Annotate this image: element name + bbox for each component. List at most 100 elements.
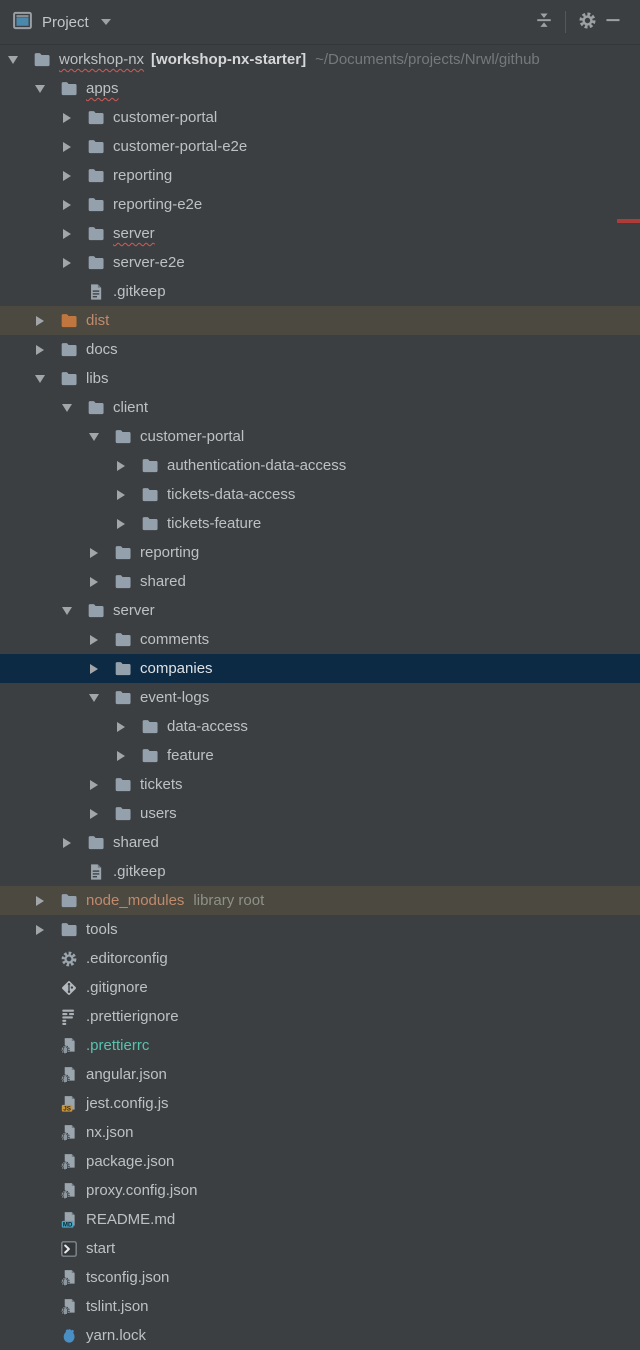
item-label: feature: [167, 747, 214, 764]
expand-arrow-icon[interactable]: [90, 634, 98, 645]
collapse-arrow-icon[interactable]: [8, 55, 18, 64]
tree-row-reporting[interactable]: reporting: [0, 161, 640, 190]
tree-row-customer-portal[interactable]: customer-portal: [0, 103, 640, 132]
tree-row-tsconfig-json[interactable]: {}tsconfig.json: [0, 1263, 640, 1292]
tree-row-tslint-json[interactable]: {}tslint.json: [0, 1292, 640, 1321]
collapse-arrow-icon[interactable]: [35, 374, 45, 383]
item-label: server-e2e: [113, 254, 185, 271]
expand-arrow-icon[interactable]: [117, 750, 125, 761]
collapse-arrow-icon[interactable]: [89, 432, 99, 441]
tree-row-tools[interactable]: tools: [0, 915, 640, 944]
tree-row-comments[interactable]: comments: [0, 625, 640, 654]
tree-row-data-access[interactable]: data-access: [0, 712, 640, 741]
tree-row-tickets[interactable]: tickets: [0, 770, 640, 799]
tree-row-customer-portal[interactable]: customer-portal: [0, 422, 640, 451]
folder-icon: [87, 399, 113, 417]
folder-icon: [114, 544, 140, 562]
tree-row-tickets-feature[interactable]: tickets-feature: [0, 509, 640, 538]
folder-icon: [114, 776, 140, 794]
tree-row-server[interactable]: server: [0, 596, 640, 625]
project-view-dropdown[interactable]: Project: [12, 10, 111, 35]
folder-excluded-icon: [60, 312, 86, 330]
tree-row-gitignore[interactable]: .gitignore: [0, 973, 640, 1002]
collapse-arrow-icon[interactable]: [89, 693, 99, 702]
expand-arrow-icon[interactable]: [90, 663, 98, 674]
tree-row-dist[interactable]: dist: [0, 306, 640, 335]
item-label: customer-portal: [140, 428, 245, 445]
tree-row-yarn-lock[interactable]: yarn.lock: [0, 1321, 640, 1350]
expand-arrow-icon[interactable]: [90, 808, 98, 819]
expand-arrow-icon[interactable]: [63, 228, 71, 239]
expand-arrow-icon[interactable]: [63, 112, 71, 123]
tree-row-shared[interactable]: shared: [0, 567, 640, 596]
expand-arrow-icon[interactable]: [117, 489, 125, 500]
expand-arrow-icon[interactable]: [90, 779, 98, 790]
tree-row-server[interactable]: server: [0, 219, 640, 248]
tree-row-feature[interactable]: feature: [0, 741, 640, 770]
folder-icon: [60, 892, 86, 910]
tree-row-authentication-data-access[interactable]: authentication-data-access: [0, 451, 640, 480]
tree-row-customer-portal-e2e[interactable]: customer-portal-e2e: [0, 132, 640, 161]
tree-row-prettierignore[interactable]: .prettierignore: [0, 1002, 640, 1031]
expand-arrow-icon[interactable]: [36, 924, 44, 935]
tree-row-proxy-config-json[interactable]: {}proxy.config.json: [0, 1176, 640, 1205]
item-label: tsconfig.json: [86, 1269, 170, 1286]
item-label: dist: [86, 312, 110, 329]
collapse-arrow-icon[interactable]: [62, 606, 72, 615]
collapse-arrow-icon[interactable]: [62, 403, 72, 412]
file-text-icon: [87, 863, 113, 881]
tree-row-docs[interactable]: docs: [0, 335, 640, 364]
expand-arrow-icon[interactable]: [36, 315, 44, 326]
expand-arrow-icon[interactable]: [90, 547, 98, 558]
item-label: event-logs: [140, 689, 210, 706]
tree-row-apps[interactable]: apps: [0, 74, 640, 103]
tree-row-companies[interactable]: companies: [0, 654, 640, 683]
tree-row-reporting-e2e[interactable]: reporting-e2e: [0, 190, 640, 219]
json-icon: {}: [60, 1066, 86, 1084]
expand-arrow-icon[interactable]: [63, 170, 71, 181]
tree-row-gitkeep[interactable]: .gitkeep: [0, 857, 640, 886]
tree-row-gitkeep[interactable]: .gitkeep: [0, 277, 640, 306]
item-label: .editorconfig: [86, 950, 168, 967]
item-label: customer-portal: [113, 109, 218, 126]
expand-arrow-icon[interactable]: [117, 518, 125, 529]
expand-arrow-icon[interactable]: [117, 721, 125, 732]
tree-row-nx-json[interactable]: {}nx.json: [0, 1118, 640, 1147]
tree-row-server-e2e[interactable]: server-e2e: [0, 248, 640, 277]
settings-button[interactable]: [574, 9, 600, 35]
tree-row-reporting[interactable]: reporting: [0, 538, 640, 567]
tree-row-event-logs[interactable]: event-logs: [0, 683, 640, 712]
expand-arrow-icon[interactable]: [36, 344, 44, 355]
tree-row-package-json[interactable]: {}package.json: [0, 1147, 640, 1176]
expand-arrow-icon[interactable]: [63, 837, 71, 848]
tree-row-angular-json[interactable]: {}angular.json: [0, 1060, 640, 1089]
expand-arrow-icon[interactable]: [90, 576, 98, 587]
collapse-all-button[interactable]: [531, 9, 557, 35]
tree-row-libs[interactable]: libs: [0, 364, 640, 393]
tree-row-editorconfig[interactable]: .editorconfig: [0, 944, 640, 973]
expand-arrow-icon[interactable]: [63, 199, 71, 210]
tree-row-start[interactable]: start: [0, 1234, 640, 1263]
tree-row-workshop-nx[interactable]: workshop-nx[workshop-nx-starter]~/Docume…: [0, 45, 640, 74]
tree-row-prettierrc[interactable]: {}.prettierrc: [0, 1031, 640, 1060]
expand-arrow-icon[interactable]: [63, 257, 71, 268]
tree-row-client[interactable]: client: [0, 393, 640, 422]
minus-icon: [604, 11, 622, 33]
collapse-arrow-icon[interactable]: [35, 84, 45, 93]
file-text-icon: [87, 283, 113, 301]
hide-button[interactable]: [600, 9, 626, 35]
expand-arrow-icon[interactable]: [36, 895, 44, 906]
svg-text:MD: MD: [63, 1222, 73, 1228]
expand-arrow-icon[interactable]: [63, 141, 71, 152]
tree-row-tickets-data-access[interactable]: tickets-data-access: [0, 480, 640, 509]
item-label: proxy.config.json: [86, 1182, 198, 1199]
tree-row-shared[interactable]: shared: [0, 828, 640, 857]
svg-text:{}: {}: [61, 1162, 69, 1170]
expand-arrow-icon[interactable]: [117, 460, 125, 471]
item-label: jest.config.js: [86, 1095, 169, 1112]
tree-row-users[interactable]: users: [0, 799, 640, 828]
json-icon: {}: [60, 1298, 86, 1316]
